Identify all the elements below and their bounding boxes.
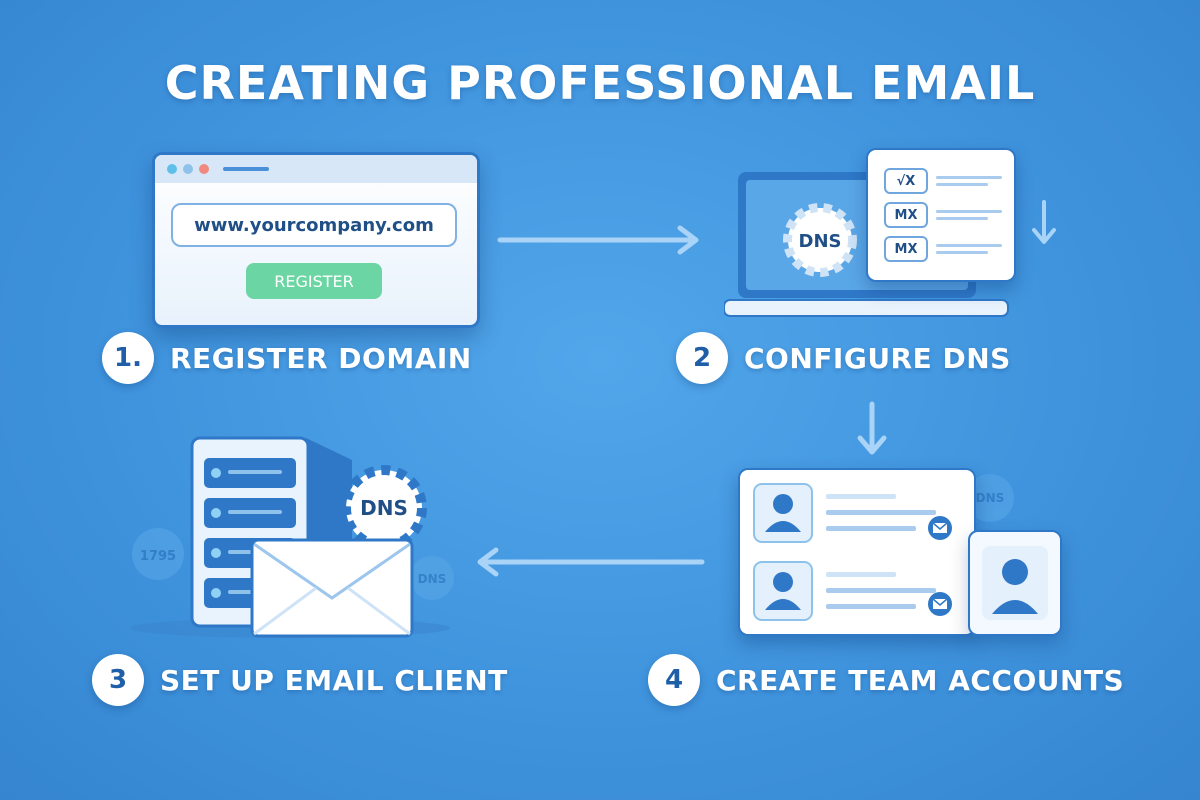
svg-text:DNS: DNS [418,572,447,586]
badge-right: DNS [410,556,454,600]
step-label: CONFIGURE DNS [744,341,1011,375]
dns-record: √X [884,168,1002,194]
dns-record-type: √X [884,168,928,194]
svg-text:1795: 1795 [140,549,176,564]
arrow-dns-small [1032,200,1056,244]
dns-gear-label: DNS [799,231,842,252]
dns-record-type: MX [884,236,928,262]
step-number: 2 [676,332,728,384]
server-envelope-icon: 1795 DNS DNS [130,436,454,638]
badge-left: 1795 [132,528,184,580]
user-row-2 [753,561,952,621]
step-label: CREATE TEAM ACCOUNTS [716,663,1125,697]
register-button: REGISTER [246,263,382,299]
step-4: 4 CREATE TEAM ACCOUNTS [648,654,1124,706]
dns-gear-icon [341,465,427,551]
user-accounts-icon [738,468,976,636]
arrow-step4-to-step3 [477,547,705,577]
step-2: 2 CONFIGURE DNS [676,332,1011,384]
server-gear-label: DNS [360,496,408,520]
browser-titlebar [155,155,477,183]
dns-record-type: MX [884,202,928,228]
titlebar-line [223,167,269,171]
dns-gear-icon [783,203,857,277]
arrow-step1-to-step2 [497,225,699,255]
window-dot-icon [183,164,193,174]
envelope-icon [250,538,414,638]
page-title: CREATING PROFESSIONAL EMAIL [164,56,1036,110]
dns-record: MX [884,236,1002,262]
arrow-step2-to-step4 [857,401,887,455]
user-profile-card [968,530,1062,636]
browser-window-icon: www.yourcompany.com REGISTER [152,152,480,328]
user-row-1 [753,483,952,543]
step-1: 1. REGISTER DOMAIN [102,332,472,384]
step-number: 1. [102,332,154,384]
dns-record: MX [884,202,1002,228]
step-label: REGISTER DOMAIN [170,341,472,375]
dns-records-panel: √X MX MX [866,148,1016,282]
step-label: SET UP EMAIL CLIENT [160,663,508,697]
domain-url-field: www.yourcompany.com [171,203,457,247]
window-dot-icon [167,164,177,174]
step-number: 4 [648,654,700,706]
step-number: 3 [92,654,144,706]
window-dot-icon [199,164,209,174]
step-3: 3 SET UP EMAIL CLIENT [92,654,508,706]
